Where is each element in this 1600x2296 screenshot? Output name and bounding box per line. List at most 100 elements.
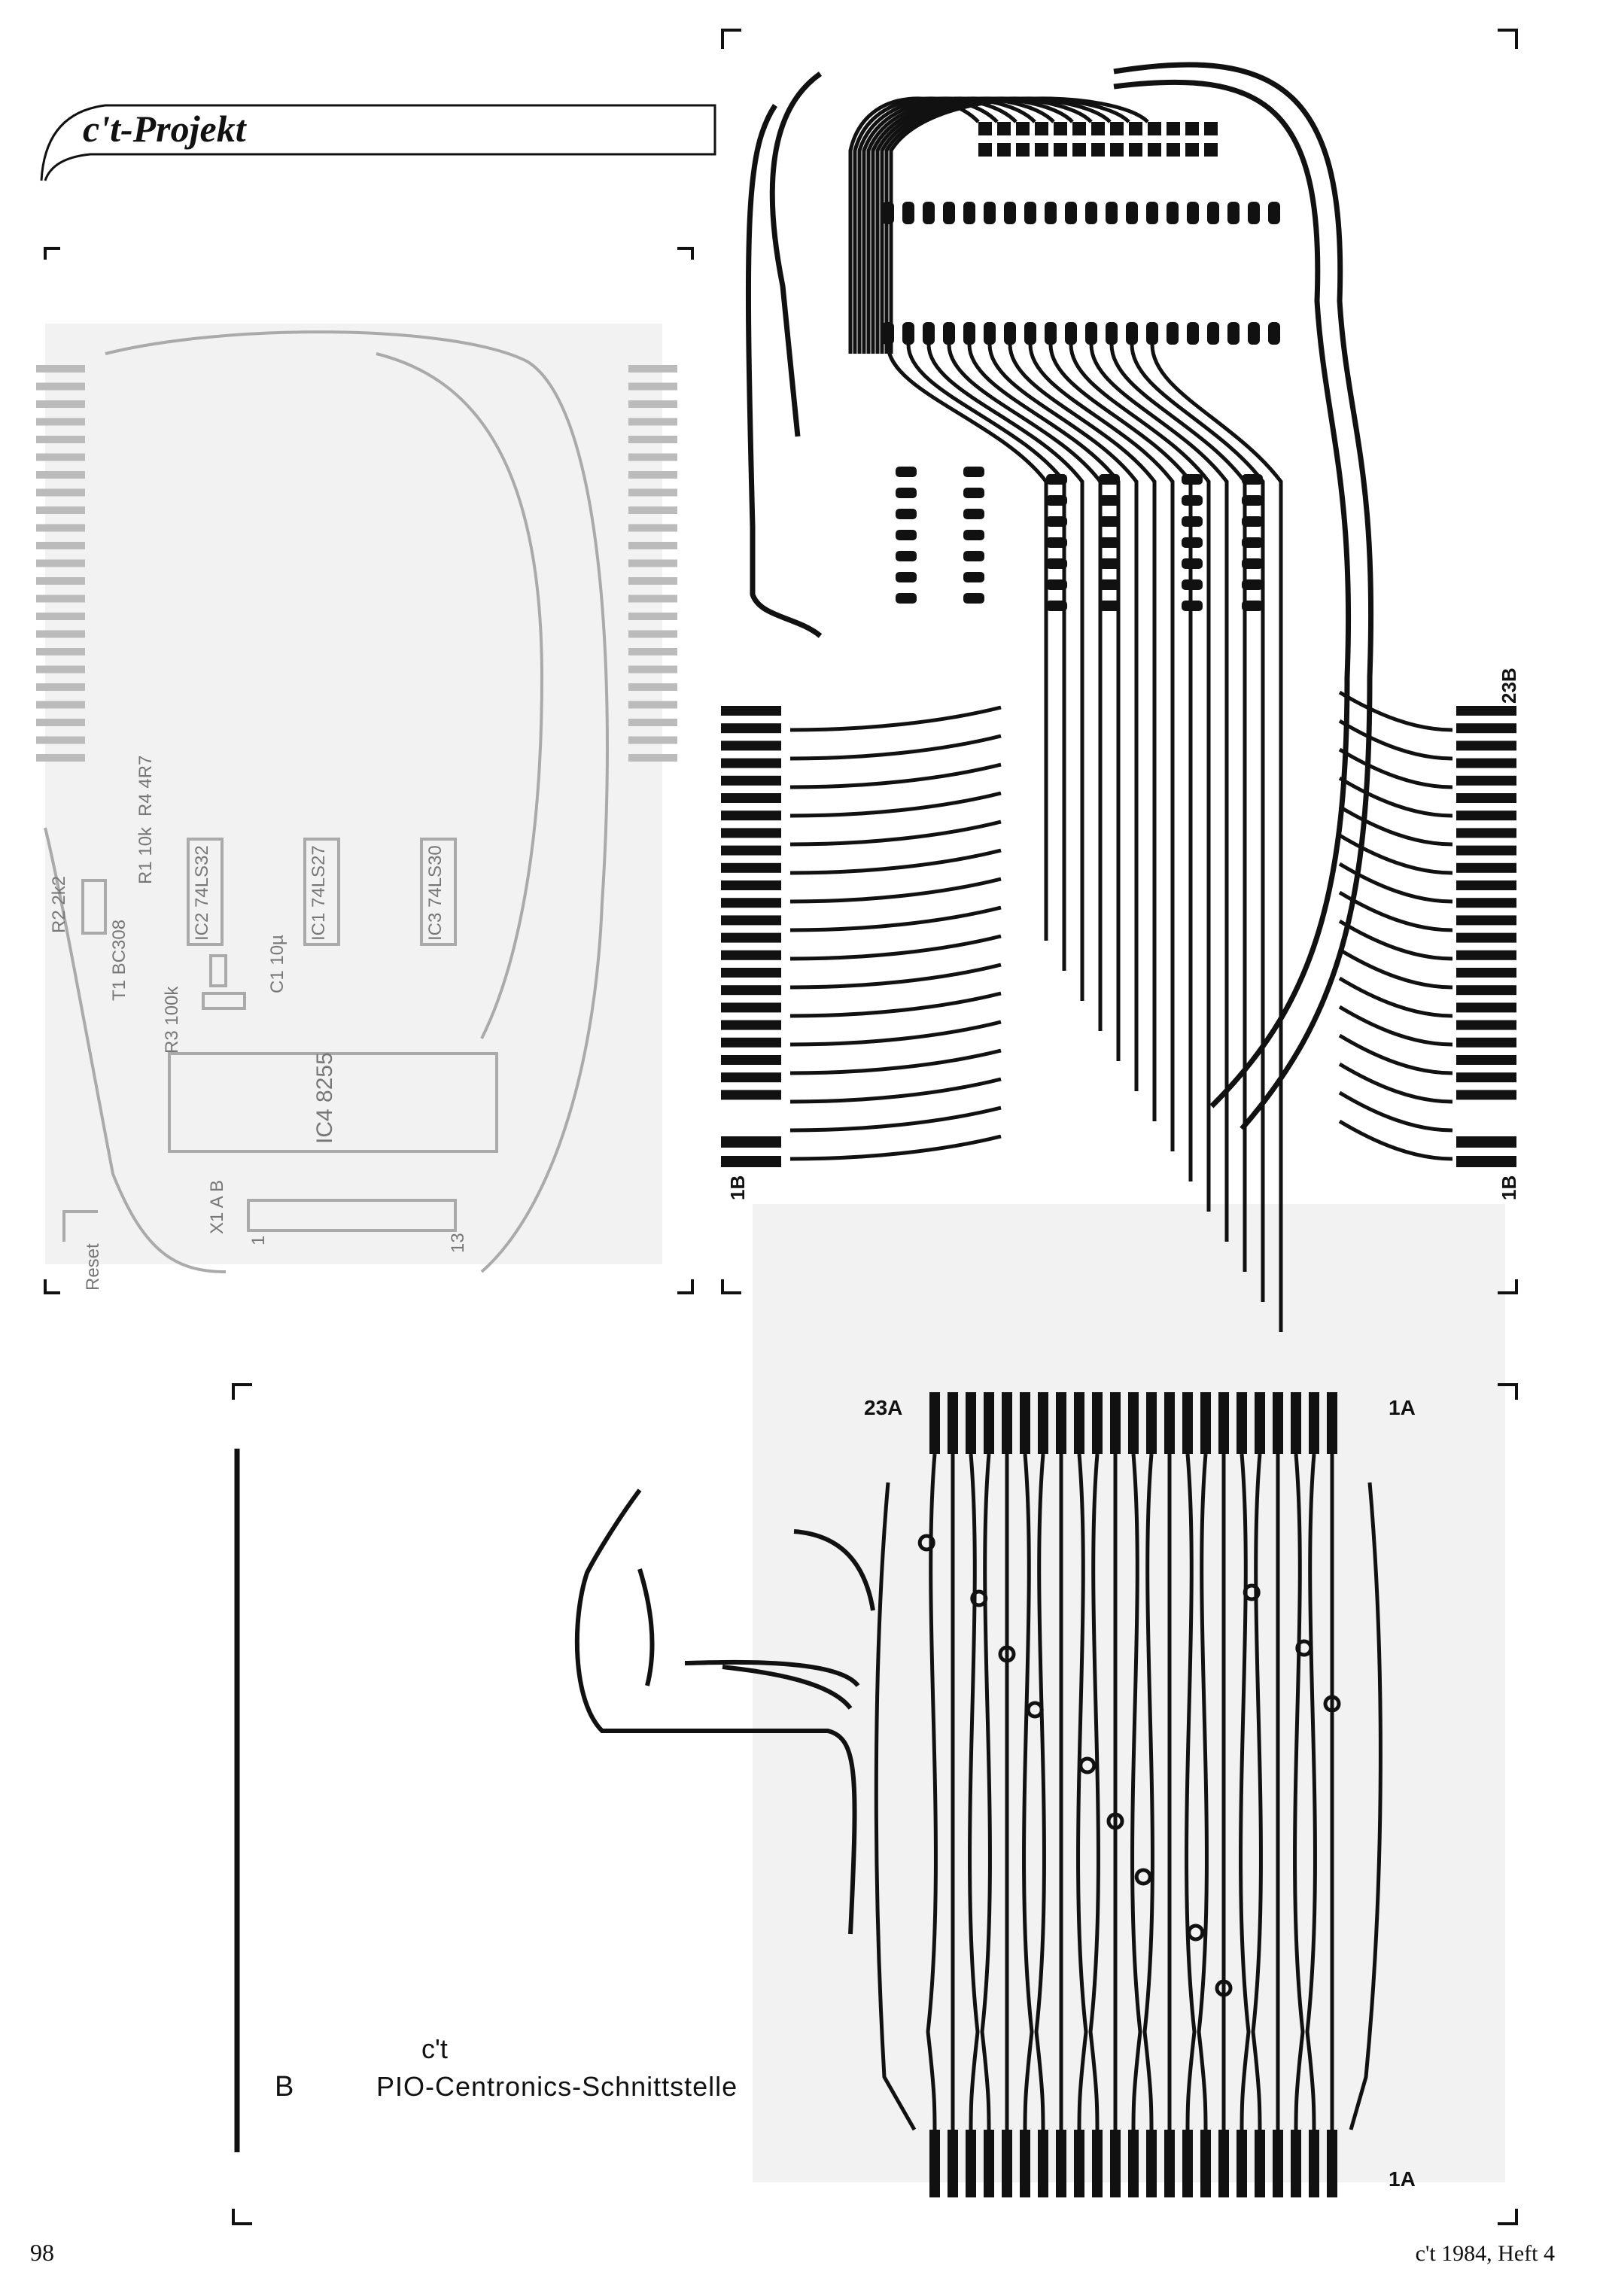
edge-finger (36, 736, 85, 744)
edge-finger (1456, 898, 1516, 908)
edge-finger (1200, 2130, 1211, 2197)
edge-finger (628, 382, 677, 391)
page-header-title: c't-Projekt (83, 108, 246, 150)
pcb-trace (789, 762, 1002, 789)
ic-pad (1099, 579, 1120, 590)
edge-finger (1146, 2130, 1157, 2197)
dip-pad (1167, 202, 1179, 224)
solder-side-bottom (234, 1392, 1383, 2197)
edge-finger (1456, 985, 1516, 996)
header-pad (1129, 122, 1142, 135)
header-pad (1204, 122, 1218, 135)
edge-finger (1128, 1392, 1139, 1454)
edge-finger (1456, 915, 1516, 926)
edge-finger (1456, 950, 1516, 960)
edge-finger (628, 630, 677, 638)
edge-finger (1456, 880, 1516, 890)
edge-finger (1255, 1392, 1265, 1454)
edge-finger (1456, 1002, 1516, 1013)
pcb-trace (906, 344, 1066, 971)
pcb-trace (1069, 344, 1211, 1212)
label-ic3: IC3 74LS30 (425, 845, 446, 941)
edge-finger (929, 2130, 940, 2197)
edge-finger (628, 453, 677, 461)
header-pad (1185, 143, 1199, 157)
via (1134, 1868, 1152, 1886)
dip-pad (902, 202, 914, 224)
header-pad (1167, 122, 1180, 135)
pcb-trace (884, 96, 1130, 354)
edge-finger (1038, 1392, 1048, 1454)
dip-pad (1126, 322, 1138, 345)
caption-side: B (275, 2071, 294, 2103)
pcb-trace (789, 905, 1002, 932)
pcb-trace (789, 962, 1002, 990)
dip-pad (1004, 202, 1016, 224)
edge-finger (1309, 1392, 1319, 1454)
dip-pad (1126, 202, 1138, 224)
edge-finger (721, 950, 781, 960)
dip-pad (1085, 202, 1097, 224)
edge-finger (628, 471, 677, 479)
bleed-through-background (45, 324, 1505, 2182)
edge-finger (1456, 1020, 1516, 1030)
edge-finger (1456, 1037, 1516, 1048)
pcb-trace (853, 96, 999, 354)
caption-title: PIO-Centronics-Schnittstelle (376, 2071, 738, 2102)
pcb-trace (789, 1077, 1002, 1104)
pcb-trace (1338, 690, 1453, 732)
edge-finger (36, 665, 85, 674)
edge-finger (628, 648, 677, 655)
header-pad (1035, 122, 1048, 135)
edge-finger (721, 845, 781, 856)
pcb-trace (1008, 344, 1157, 1121)
edge-finger (628, 559, 677, 567)
edge-finger (628, 719, 677, 726)
edge-finger (628, 754, 677, 762)
dip-pad (1268, 202, 1280, 224)
header-pad (1072, 122, 1086, 135)
page-number: 98 (30, 2239, 54, 2266)
ic-pad (896, 593, 917, 604)
edge-finger (1456, 810, 1516, 821)
edge-finger (1002, 2130, 1012, 2197)
header-pad (997, 122, 1011, 135)
edge-finger (1038, 2130, 1048, 2197)
pcb-trace (1338, 947, 1453, 990)
edge-finger (1456, 862, 1516, 873)
edge-finger (36, 400, 85, 408)
edge-finger (628, 542, 677, 549)
pcb-trace (1338, 776, 1453, 818)
ic-pad (1242, 601, 1263, 611)
edge-finger (721, 968, 781, 978)
header-pad (1054, 122, 1067, 135)
label-c1: C1 10µ (267, 935, 287, 993)
ic-pad (963, 572, 984, 582)
edge-finger (721, 915, 781, 926)
edge-finger (36, 595, 85, 603)
pcb-trace (1338, 1033, 1453, 1075)
ic-pad (896, 467, 917, 477)
edge-finger (1291, 1392, 1301, 1454)
pcb-trace (926, 344, 1084, 1001)
edge-finger (628, 488, 677, 497)
edge-finger (721, 1037, 781, 1048)
pcb-trace (789, 1134, 1002, 1161)
edge-finger (721, 985, 781, 996)
pcb-trace (1338, 976, 1453, 1018)
edge-finger (1456, 932, 1516, 943)
ic-pad (1046, 579, 1067, 590)
edge-finger (36, 648, 85, 655)
edge-finger (966, 1392, 976, 1454)
pcb-trace (1197, 1453, 1209, 2130)
dip-pad (1187, 322, 1199, 345)
dip-pad (1024, 322, 1036, 345)
label-x1: X1 A B (207, 1179, 227, 1234)
header-pad (1110, 122, 1124, 135)
edge-finger (36, 365, 85, 373)
ic-pad (1182, 516, 1203, 527)
pcb-trace (1185, 1453, 1197, 2130)
ic-pad (896, 509, 917, 519)
dip-pad (1146, 322, 1158, 345)
dip-pad (1024, 202, 1036, 224)
